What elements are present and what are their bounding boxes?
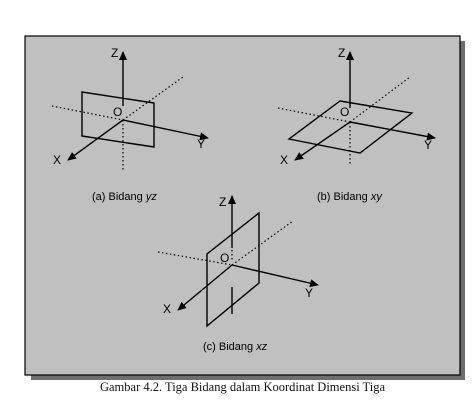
x-axis-c-hidden bbox=[231, 220, 294, 266]
y-axis-b-hidden bbox=[277, 107, 351, 123]
z-label-a: Z bbox=[111, 46, 118, 60]
diagram-xz-plane: Z Y X O (c) Bidang xz bbox=[157, 195, 319, 353]
caption-xz: (c) Bidang xz bbox=[203, 341, 268, 353]
x-axis-a-hidden bbox=[122, 76, 184, 121]
x-axis-c bbox=[177, 264, 233, 311]
diagram-xy-plane: Z Y X O (b) Bidang xy bbox=[277, 46, 436, 203]
panel-background bbox=[24, 35, 461, 376]
origin-label-c: O bbox=[220, 251, 229, 265]
y-axis-a-hidden bbox=[51, 105, 124, 121]
x-axis-b-hidden bbox=[349, 76, 411, 123]
x-axis-a bbox=[67, 119, 124, 161]
figure-caption: Gambar 4.2. Tiga Bidang dalam Koordinat … bbox=[99, 380, 386, 394]
x-label-b: X bbox=[280, 153, 288, 167]
z-label-b: Z bbox=[338, 46, 345, 60]
z-label-c: Z bbox=[219, 195, 226, 209]
diagram-yz-plane: Z Y X O (a) Bidang yz bbox=[51, 46, 209, 203]
y-label-a: Y bbox=[197, 137, 205, 151]
xy-plane bbox=[287, 100, 414, 154]
origin-label-b: O bbox=[340, 105, 349, 119]
caption-xy: (b) Bidang xy bbox=[317, 191, 383, 203]
caption-yz: (a) Bidang yz bbox=[92, 191, 157, 203]
y-axis-c bbox=[231, 264, 319, 288]
y-axis-c-hidden bbox=[157, 251, 233, 266]
x-label-a: X bbox=[53, 153, 61, 167]
y-label-b: Y bbox=[424, 138, 432, 152]
y-axis-b bbox=[349, 121, 436, 141]
y-axis-a bbox=[122, 119, 209, 141]
x-axis-b bbox=[294, 121, 351, 161]
origin-label-a: O bbox=[113, 105, 122, 119]
xz-plane bbox=[206, 211, 260, 328]
x-label-c: X bbox=[163, 302, 171, 316]
y-label-c: Y bbox=[305, 286, 313, 300]
yz-plane bbox=[81, 91, 155, 148]
